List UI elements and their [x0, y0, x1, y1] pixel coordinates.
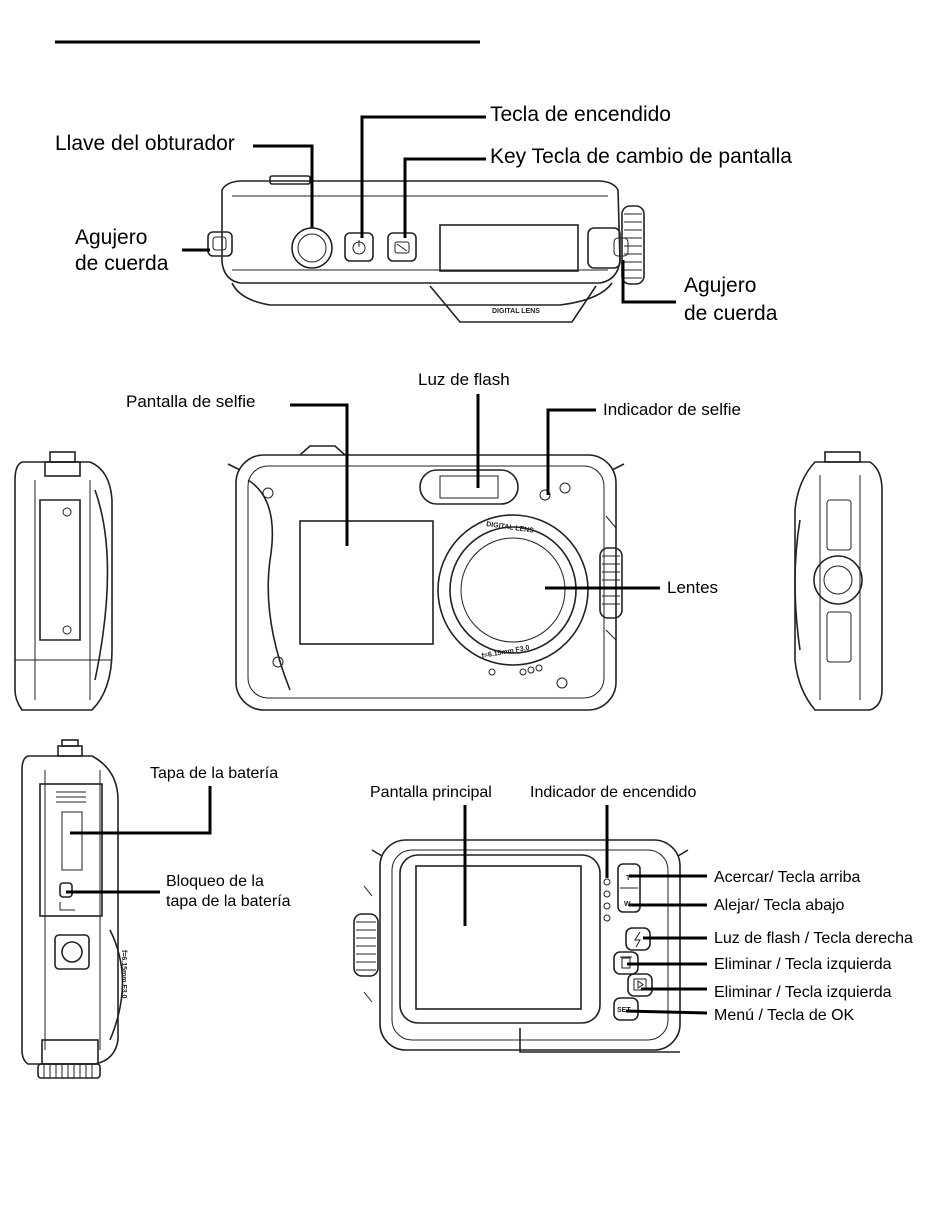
zoom-gear: [621, 205, 645, 285]
label-battery-lock-line2: tapa de la batería: [166, 893, 291, 910]
label-strap-hole-right-line1: Agujero: [684, 274, 756, 297]
battery-door: [39, 783, 103, 917]
label-zoom-in: Acercar/ Tecla arriba: [714, 869, 861, 886]
label-battery-cover: Tapa de la batería: [150, 765, 278, 782]
label-shutter-key: Llave del obturador: [55, 132, 235, 155]
label-lens: Lentes: [667, 578, 718, 597]
label-zoom-out: Alejar/ Tecla abajo: [714, 897, 845, 914]
label-power-key: Tecla de encendido: [490, 103, 671, 126]
camera-top-view: DIGITAL LENS: [207, 175, 645, 323]
callout-labels: Llave del obturador Tecla de encendido K…: [55, 103, 913, 1024]
label-strap-hole-right-line2: de cuerda: [684, 302, 778, 325]
label-display-key: Key Tecla de cambio de pantalla: [490, 145, 792, 168]
side-lens-spec: f=6.15mm F3.0: [120, 950, 127, 999]
label-power-indicator: Indicador de encendido: [530, 784, 696, 801]
selfie-screen-panel: [299, 520, 434, 645]
flash-window: [419, 469, 519, 505]
camera-left-side-view: [14, 451, 113, 711]
label-strap-hole-left-line1: Agujero: [75, 226, 147, 249]
label-selfie-indicator: Indicador de selfie: [603, 400, 741, 419]
label-strap-hole-left-line2: de cuerda: [75, 252, 169, 275]
label-delete-left-1: Eliminar / Tecla izquierda: [714, 956, 892, 973]
top-lens-engraving: DIGITAL LENS: [492, 308, 540, 315]
camera-battery-side-view: f=6.15mm F3.0: [21, 739, 127, 1079]
flash-icon: [634, 931, 641, 948]
btn-t-text: T: [626, 875, 631, 882]
camera-right-side-view: [794, 451, 883, 711]
battery-lock-latch: [59, 882, 73, 898]
lens-spec-engraving: f=6.15mm F3.0: [481, 645, 530, 660]
lens-engraving: DIGITAL LENS: [486, 521, 535, 535]
playback-icon: [633, 978, 647, 991]
camera-front-view: DIGITAL LENS f=6.15mm F3.0: [227, 445, 625, 711]
lens-assembly: DIGITAL LENS f=6.15mm F3.0: [437, 514, 589, 676]
leader-lines: [66, 115, 708, 1015]
power-button-icon: [352, 240, 366, 255]
label-main-screen: Pantalla principal: [370, 784, 492, 801]
main-screen-panel: [415, 865, 582, 1010]
btn-set-text: SET: [617, 1007, 631, 1014]
label-flash-right: Luz de flash / Tecla derecha: [714, 930, 913, 947]
label-selfie-screen: Pantalla de selfie: [126, 392, 255, 411]
display-button-icon: [394, 241, 410, 254]
btn-w-text: W: [624, 901, 631, 908]
label-battery-lock-line1: Bloqueo de la: [166, 873, 264, 890]
label-flash-light: Luz de flash: [418, 370, 510, 389]
label-delete-left-2: Eliminar / Tecla izquierda: [714, 984, 892, 1001]
label-menu-ok: Menú / Tecla de OK: [714, 1007, 855, 1024]
camera-back-view: T W SET: [353, 839, 689, 1053]
